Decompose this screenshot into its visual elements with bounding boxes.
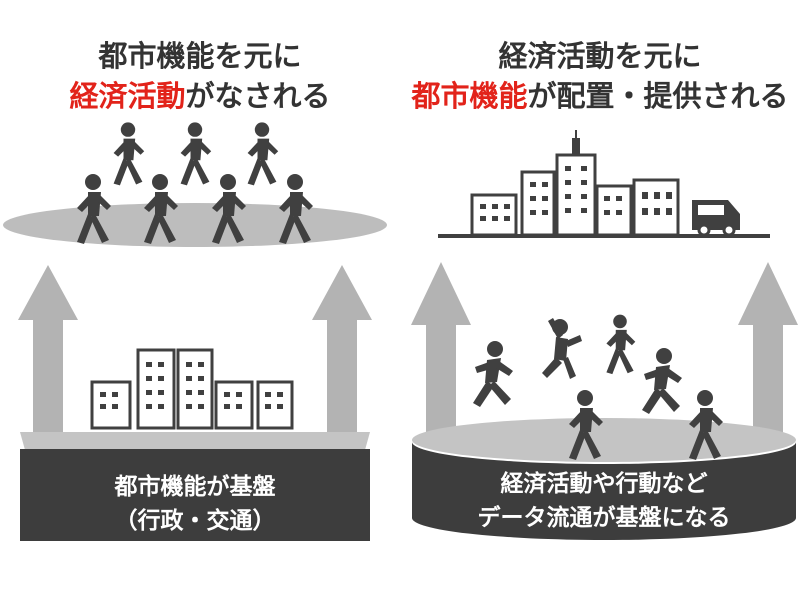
building-icon bbox=[595, 184, 633, 237]
right-city-details bbox=[480, 130, 672, 221]
person-walking-icon bbox=[180, 122, 212, 186]
building-icon bbox=[136, 348, 176, 430]
left-arrows bbox=[18, 265, 372, 440]
person-walking-icon bbox=[113, 122, 145, 186]
right-title-line2: 都市機能が配置・提供される bbox=[405, 76, 795, 116]
right-base bbox=[412, 442, 796, 540]
right-title-rest: が配置・提供される bbox=[527, 79, 789, 113]
person-walking-icon bbox=[606, 314, 636, 375]
up-arrow-icon bbox=[411, 262, 471, 442]
person-walking-icon bbox=[642, 348, 682, 414]
left-base bbox=[20, 449, 370, 541]
left-base-label: 都市機能が基盤 （行政・交通） bbox=[20, 470, 370, 538]
left-title-line2: 経済活動がなされる bbox=[5, 76, 395, 116]
person-jumping-icon bbox=[542, 318, 582, 379]
up-arrow-icon bbox=[738, 262, 798, 442]
right-title-line1: 経済活動を元に bbox=[498, 39, 702, 73]
person-walking-icon bbox=[247, 122, 279, 186]
person-walking-icon bbox=[473, 341, 513, 407]
right-base-line1: 経済活動や行動など bbox=[500, 471, 708, 497]
building-icon bbox=[520, 170, 556, 237]
building-icon bbox=[470, 193, 518, 237]
right-city bbox=[470, 153, 680, 237]
left-top-ellipse bbox=[3, 203, 387, 247]
left-base-top bbox=[20, 432, 370, 450]
building-windows bbox=[100, 362, 283, 409]
left-base-line2: （行政・交通） bbox=[114, 508, 276, 534]
building-icon bbox=[214, 380, 254, 430]
left-title-highlight: 経済活動 bbox=[69, 79, 186, 113]
up-arrow-icon bbox=[312, 265, 372, 440]
right-disk-top bbox=[412, 418, 796, 462]
left-title: 都市機能を元に 経済活動がなされる bbox=[5, 36, 395, 116]
delivery-van-icon bbox=[692, 200, 740, 237]
right-title: 経済活動を元に 都市機能が配置・提供される bbox=[405, 36, 795, 116]
building-icon bbox=[256, 380, 294, 430]
right-base-line2: データ流通が基盤になる bbox=[477, 505, 731, 531]
right-title-highlight: 都市機能 bbox=[411, 79, 528, 113]
up-arrow-icon bbox=[18, 265, 78, 440]
building-icon bbox=[90, 380, 132, 430]
left-title-line1: 都市機能を元に bbox=[98, 39, 302, 73]
left-base-line1: 都市機能が基盤 bbox=[114, 474, 276, 500]
building-icon bbox=[176, 348, 214, 430]
building-icon bbox=[555, 153, 597, 237]
right-arrows bbox=[411, 262, 798, 442]
left-title-rest: がなされる bbox=[185, 79, 331, 113]
right-base-label: 経済活動や行動など データ流通が基盤になる bbox=[412, 467, 796, 535]
building-icon bbox=[632, 178, 680, 237]
left-buildings bbox=[90, 348, 294, 430]
